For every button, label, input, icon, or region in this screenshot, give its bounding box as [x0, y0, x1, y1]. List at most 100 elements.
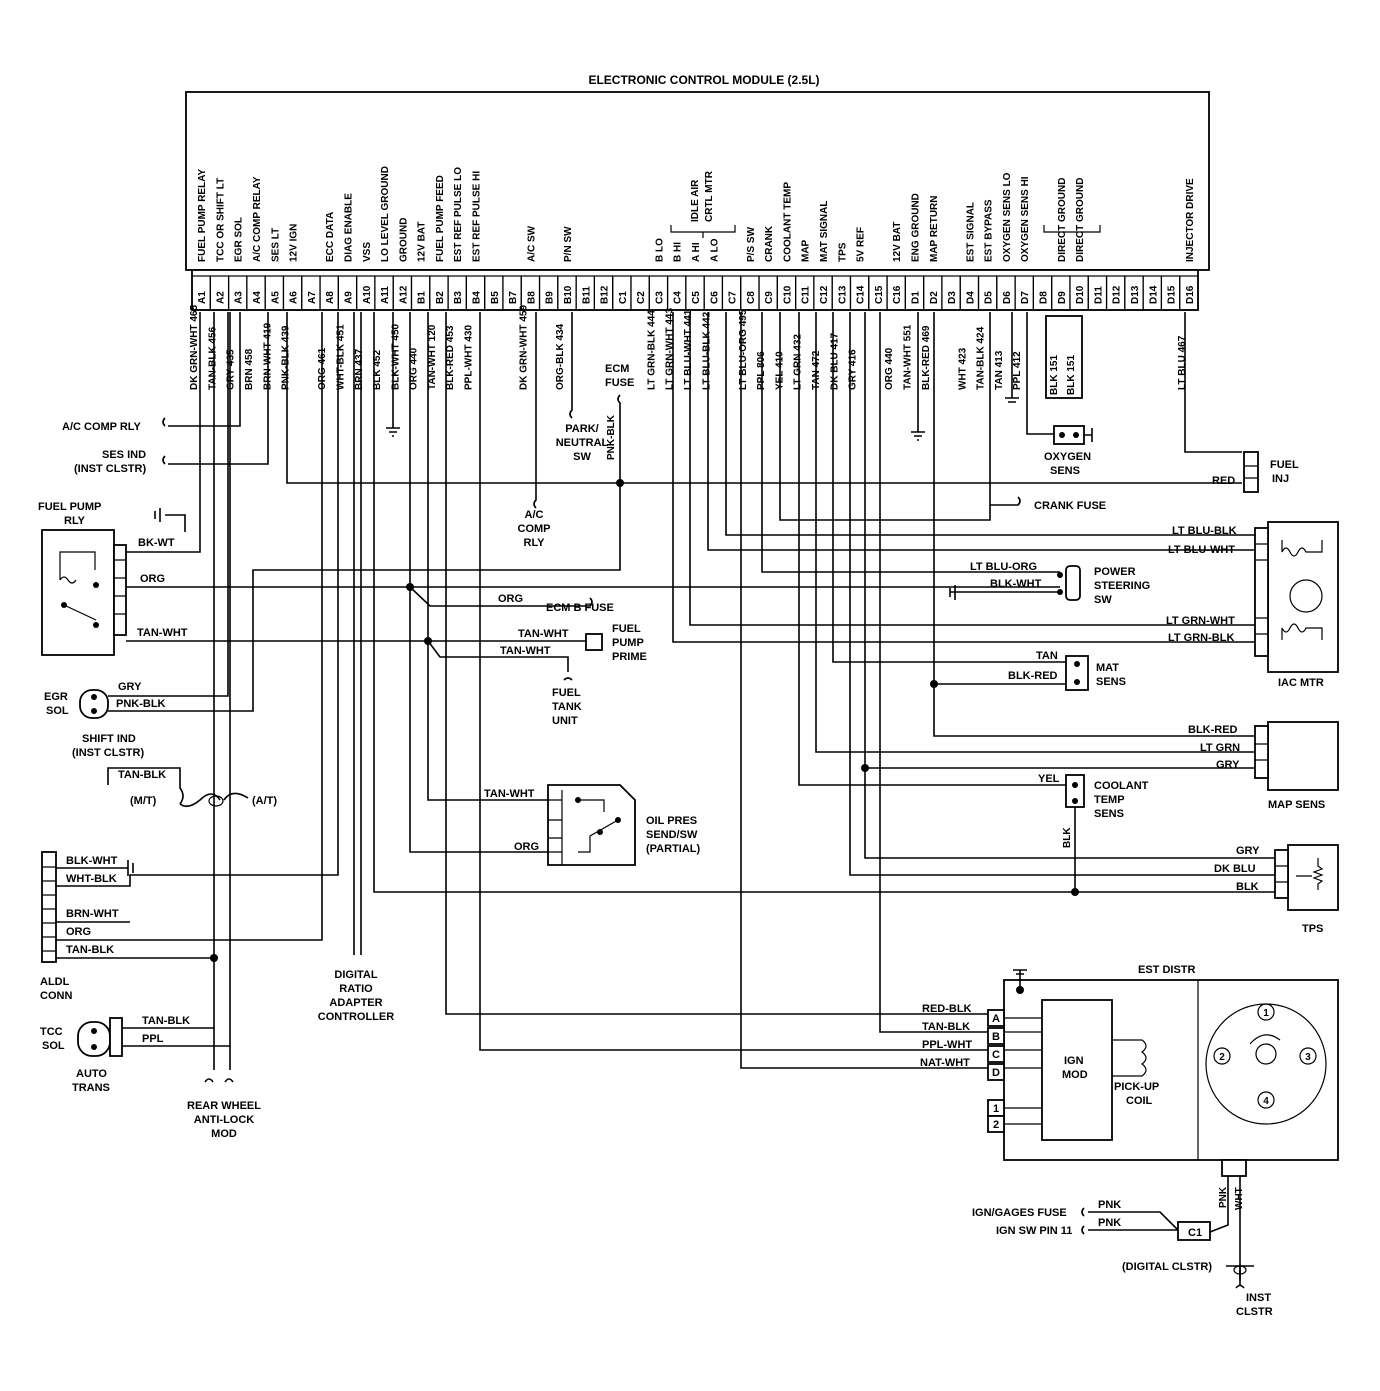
- ecm-pin-wire: TAN-WHT 551: [902, 324, 913, 390]
- ecm-pin-function: B HI: [673, 242, 684, 262]
- idle-air-label-1: IDLE AIR: [690, 179, 701, 222]
- cap-terminal-number: 4: [1263, 1096, 1269, 1107]
- park-neutral-label-3: SW: [573, 451, 591, 463]
- wire-org-3: ORG: [498, 593, 523, 605]
- park-neutral-label-1: PARK/: [565, 423, 598, 435]
- wire-tan-blk-3: TAN-BLK: [142, 1015, 190, 1027]
- ecm-pin-wire: LT BLU-ORG 495: [738, 309, 749, 390]
- ecm-pin-label: C9: [764, 291, 775, 304]
- wire-ppl-wht: PPL-WHT: [922, 1039, 972, 1051]
- fuel-tank-label-1: FUEL: [552, 687, 581, 699]
- oxygen-sensor: [1053, 425, 1085, 445]
- ecm-pin-label: B4: [472, 291, 483, 304]
- wire-blk-red-1: BLK-RED: [1188, 724, 1238, 736]
- ecm-pin-function: MAP: [801, 239, 812, 262]
- ecm-pin-function: LO LEVEL GROUND: [380, 166, 391, 262]
- tps-label: TPS: [1302, 923, 1323, 935]
- ign-gages-fuse-label: IGN/GAGES FUSE: [972, 1207, 1067, 1219]
- ecm-pin-label: D8: [1039, 291, 1050, 304]
- wire-org-1: ORG: [140, 573, 165, 585]
- ecm-pin-label: A3: [234, 291, 245, 304]
- idle-air-brace: [670, 225, 736, 238]
- ecm-pin-wire: LT BLU-BLK 442: [701, 311, 712, 390]
- ecm-pin-label: D14: [1148, 285, 1159, 304]
- ecm-pin-label: C11: [801, 286, 812, 304]
- wire-red-blk: RED-BLK: [922, 1003, 972, 1015]
- egr-solenoid: [79, 689, 109, 719]
- ecm-pin-function: OXYGEN SENS HI: [1020, 176, 1031, 262]
- ecm-pin-label: A9: [343, 291, 354, 304]
- wire-lt-blu-org: LT BLU-ORG: [970, 561, 1037, 573]
- wire-tan-blk-2: TAN-BLK: [66, 944, 114, 956]
- tcc-connector: [109, 1017, 123, 1057]
- coolant-label-3: SENS: [1094, 808, 1124, 820]
- cap-terminal: [1257, 1091, 1275, 1109]
- ecm-pin-label: C8: [746, 291, 757, 304]
- fuel-pump-relay-box: [41, 529, 115, 656]
- ecm-pin-label: B1: [417, 291, 428, 304]
- wire-tan: TAN: [1036, 650, 1058, 662]
- wire-lt-grn-wht: LT GRN-WHT: [1166, 615, 1235, 627]
- ecm-pin-function: MAT SIGNAL: [819, 201, 830, 262]
- digital-ratio-label-1: DIGITAL: [334, 969, 377, 981]
- at-label: (A/T): [252, 795, 277, 807]
- ecm-pin-wire: BRN 458: [244, 348, 255, 390]
- wire-ppl-1: PPL: [142, 1033, 164, 1045]
- coolant-label-1: COOLANT: [1094, 780, 1149, 792]
- ecm-pin-label: B7: [508, 291, 519, 304]
- tps-connector: [1274, 849, 1289, 899]
- ecm-pin-wire: ORG 440: [884, 347, 895, 390]
- ecm-fuse-label-1: ECM: [605, 363, 629, 375]
- wire-blk-wht-1: BLK-WHT: [66, 855, 118, 867]
- wire-gry-2: GRY: [1216, 759, 1240, 771]
- aldl-label-2: CONN: [40, 990, 72, 1002]
- c1-label: C1: [1188, 1227, 1202, 1239]
- wire-pnk-2: PNK: [1098, 1217, 1121, 1229]
- wire-wht: WHT: [1234, 1187, 1245, 1210]
- ecm-pin-label: D1: [910, 291, 921, 304]
- ecm-pin-label: D13: [1130, 285, 1141, 304]
- wire-dk-blu: DK BLU: [1214, 863, 1256, 875]
- wire-red-1: RED: [1212, 475, 1235, 487]
- ecm-pin-wire: GRY 435: [226, 349, 237, 390]
- oxygen-sens-label-2: SENS: [1050, 465, 1080, 477]
- oil-pres-label-1: OIL PRES: [646, 815, 697, 827]
- ecm-b-fuse-label: ECM B FUSE: [546, 602, 614, 614]
- distr-bottom-connector: [1221, 1159, 1247, 1177]
- ac-comp-rly-label: A/C COMP RLY: [62, 421, 142, 433]
- digital-ratio-label-4: CONTROLLER: [318, 1011, 394, 1023]
- ecm-pin-function: COOLANT TEMP: [782, 182, 793, 262]
- ecm-pin-wire: WHT-BLK 451: [335, 324, 346, 390]
- oxygen-sens-label-1: OXYGEN: [1044, 451, 1091, 463]
- wire-lt-grn: LT GRN: [1200, 742, 1240, 754]
- ecm-pin-label: A8: [325, 291, 336, 304]
- c1-connector: [1177, 1221, 1211, 1241]
- ecm-pin-function: FUEL PUMP RELAY: [197, 169, 208, 262]
- mat-sens-label-1: MAT: [1096, 662, 1119, 674]
- ecm-pin-function: ECC DATA: [325, 212, 336, 262]
- auto-trans-label-1: AUTO: [76, 1068, 107, 1080]
- ecm-pin-label: A7: [307, 291, 318, 304]
- blk-151-1: BLK 151: [1049, 355, 1060, 395]
- idle-air-label-2: CRTL MTR: [704, 170, 715, 222]
- ecm-pin-label: A5: [270, 291, 281, 304]
- wire-pnk-blk-2: PNK-BLK: [606, 414, 617, 460]
- wire-lt-blu-blk: LT BLU-BLK: [1172, 525, 1237, 537]
- ecm-pin-label: A6: [289, 291, 300, 304]
- ecm-pin-function: TPS: [837, 242, 848, 262]
- ecm-pin-wire: BLK-WHT 450: [390, 323, 401, 390]
- fuel-pump-relay-connector: [113, 544, 127, 636]
- ecm-pin-function: CRANK: [764, 225, 775, 262]
- ign-mod-label-1: IGN: [1064, 1055, 1084, 1067]
- ecm-pin-function: 5V REF: [856, 227, 867, 262]
- ecm-pin-wire: PPL-WHT 430: [464, 325, 475, 390]
- ecm-pin-label: D10: [1075, 285, 1086, 304]
- ecm-pin-label: C2: [636, 291, 647, 304]
- est-distr-label: EST DISTR: [1138, 964, 1196, 976]
- ecm-pin-label: D9: [1057, 291, 1068, 304]
- ecm-pin-wire: DK GRN-WHT 459: [518, 305, 529, 390]
- distr-pin-label: A: [992, 1013, 1000, 1025]
- tcc-sol-label-2: SOL: [42, 1040, 65, 1052]
- distr-pin-label: D: [992, 1067, 1000, 1079]
- distr-aux-pin-label: 2: [993, 1119, 999, 1131]
